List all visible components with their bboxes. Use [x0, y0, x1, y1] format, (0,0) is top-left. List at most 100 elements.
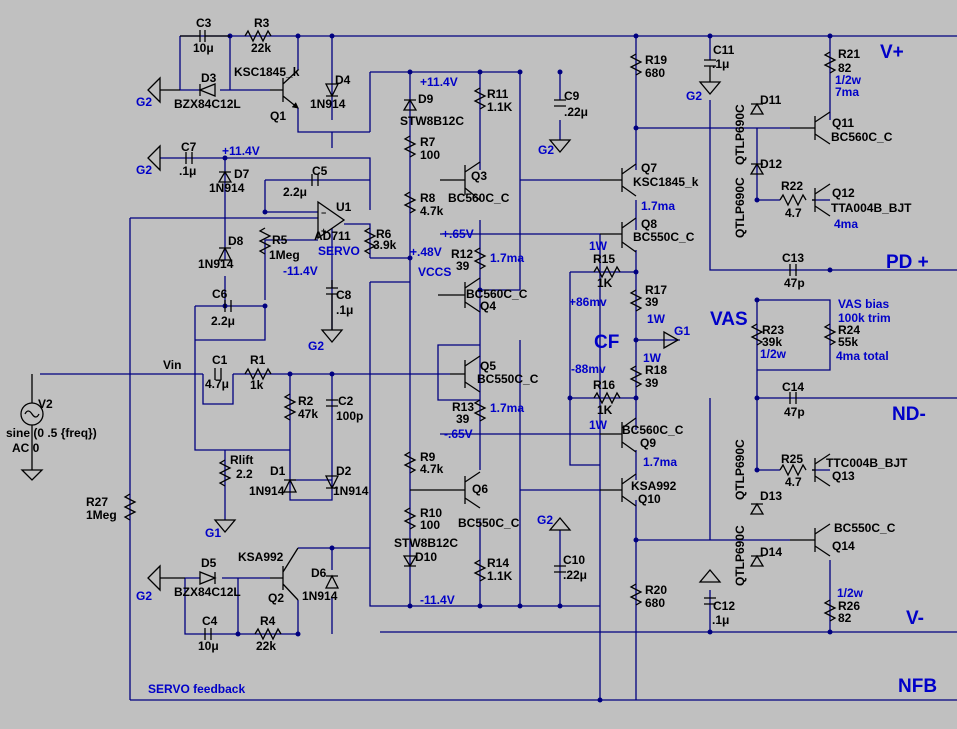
lbl-c2v: 100p	[336, 409, 363, 423]
lbl-d6: D6	[311, 566, 327, 580]
resistor-r15	[593, 265, 621, 279]
resistor-r17	[629, 289, 643, 312]
lbl-q10: Q10	[638, 492, 661, 506]
resistor-r27	[123, 493, 137, 521]
lbl-q7: Q7	[641, 161, 657, 175]
lbl-c4: C4	[202, 614, 218, 628]
lbl-d7: D7	[234, 167, 250, 181]
lbl-r21v: 82	[838, 61, 852, 75]
led-d12	[749, 162, 765, 175]
lbl-r13: R13	[452, 400, 474, 414]
resistor-r12	[473, 247, 487, 270]
lbl-q2: Q2	[268, 591, 284, 605]
ground-g2-c12	[698, 568, 722, 583]
lbl-c1: C1	[212, 353, 228, 367]
lbl-c7: C7	[181, 140, 197, 154]
lbl-r25: R25	[781, 452, 803, 466]
port-g1-out	[663, 330, 680, 350]
lbl-r5: R5	[272, 233, 288, 247]
lbl-c13: C13	[782, 251, 804, 265]
lbl-w1c: 1W	[643, 351, 662, 365]
lbl-ma17b: 1.7ma	[490, 401, 524, 415]
lbl-d6v: 1N914	[302, 589, 338, 603]
lbl-qt4: QTLP690C	[733, 525, 747, 586]
component-labels: C3 10μ R3 22k KSC1845_k Q1 D3 BZX84C12L …	[6, 16, 912, 696]
capacitor-c10	[554, 565, 566, 573]
resistor-r19	[629, 53, 643, 76]
lbl-r3: R3	[254, 16, 270, 30]
lbl-r26: R26	[838, 599, 860, 613]
lbl-q5v: BC550C_C	[477, 372, 539, 386]
lbl-w1b: 1W	[647, 312, 666, 326]
lbl-g2b: G2	[136, 163, 152, 177]
capacitor-c11	[704, 59, 716, 82]
lbl-servofb: SERVO feedback	[148, 682, 245, 696]
lbl-r4: R4	[260, 614, 276, 628]
diode-d3	[198, 83, 216, 97]
transistor-q11	[790, 111, 831, 145]
lbl-r18v: 39	[645, 376, 659, 390]
lbl-r21: R21	[838, 47, 860, 61]
capacitor-c1	[214, 368, 222, 380]
lbl-r2v: 47k	[298, 407, 318, 421]
resistor-r16	[593, 391, 621, 405]
lbl-q3v: BC560C_C	[448, 191, 510, 205]
diode-d2	[324, 475, 340, 490]
lbl-vin: Vin	[163, 358, 181, 372]
transistor-q7	[600, 163, 637, 197]
resistor-r9	[403, 451, 417, 474]
lbl-c4v: 10μ	[198, 639, 219, 653]
lbl-q1: Q1	[270, 109, 286, 123]
lbl-q6: Q6	[472, 482, 488, 496]
lbl-q13v: TTC004B_BJT	[826, 456, 908, 470]
lbl-r6: R6	[376, 227, 392, 241]
lbl-c11: C11	[713, 43, 735, 57]
lbl-q9: Q9	[640, 436, 656, 450]
lbl-r10: R10	[420, 506, 442, 520]
lbl-r27v: 1Meg	[86, 508, 117, 522]
lbl-r12v: 39	[456, 259, 470, 273]
lbl-r17: R17	[645, 283, 667, 297]
rail-vas: VAS	[710, 309, 748, 330]
lbl-q11v: BC560C_C	[831, 130, 893, 144]
lbl-r9v: 4.7k	[420, 462, 444, 476]
led-d11	[749, 102, 765, 115]
lbl-d8v: 1N914	[198, 257, 234, 271]
resistor-r7	[403, 135, 417, 158]
ground-g2-c9	[548, 139, 572, 154]
lbl-trim: 100k trim	[838, 311, 891, 325]
ground-g2-c8	[320, 329, 344, 344]
lbl-v2v: sine (0 .5 {freq})	[6, 426, 97, 440]
lbl-r11: R11	[487, 87, 509, 101]
lbl-r13v: 39	[456, 412, 470, 426]
lbl-vccs: VCCS	[418, 265, 451, 279]
lbl-c10v: .22μ	[563, 568, 587, 582]
lbl-r14: R14	[487, 556, 509, 570]
lbl-r2: R2	[298, 394, 314, 408]
lbl-c12: C12	[713, 599, 735, 613]
lbl-w12c: 1/2w	[837, 586, 864, 600]
lbl-r16v: 1K	[597, 403, 613, 417]
svg-text:+: +	[321, 226, 326, 236]
lbl-g2f: G2	[537, 513, 553, 527]
lbl-p65a: +.65V	[442, 227, 474, 241]
lbl-q12v: TTA004B_BJT	[831, 201, 912, 215]
lbl-c9v: .22μ	[564, 105, 588, 119]
svg-text:−: −	[321, 208, 326, 218]
lbl-ma7: 7ma	[835, 85, 859, 99]
lbl-d13: D13	[760, 489, 782, 503]
lbl-v2ac: AC 0	[12, 441, 40, 455]
lbl-r7v: 100	[420, 148, 440, 162]
lbl-r15: R15	[593, 252, 615, 266]
lbl-r27: R27	[86, 495, 108, 509]
lbl-w12b: 1/2w	[760, 347, 787, 361]
capacitor-c2	[326, 399, 338, 407]
lbl-r11v: 1.1K	[487, 100, 513, 114]
lbl-c3: C3	[196, 16, 212, 30]
lbl-d1v: 1N914	[249, 484, 285, 498]
lbl-d2: D2	[336, 464, 352, 478]
lbl-r24v: 55k	[838, 335, 858, 349]
capacitor-c13	[789, 264, 797, 276]
led-d14	[749, 554, 765, 567]
junctions	[222, 33, 833, 703]
